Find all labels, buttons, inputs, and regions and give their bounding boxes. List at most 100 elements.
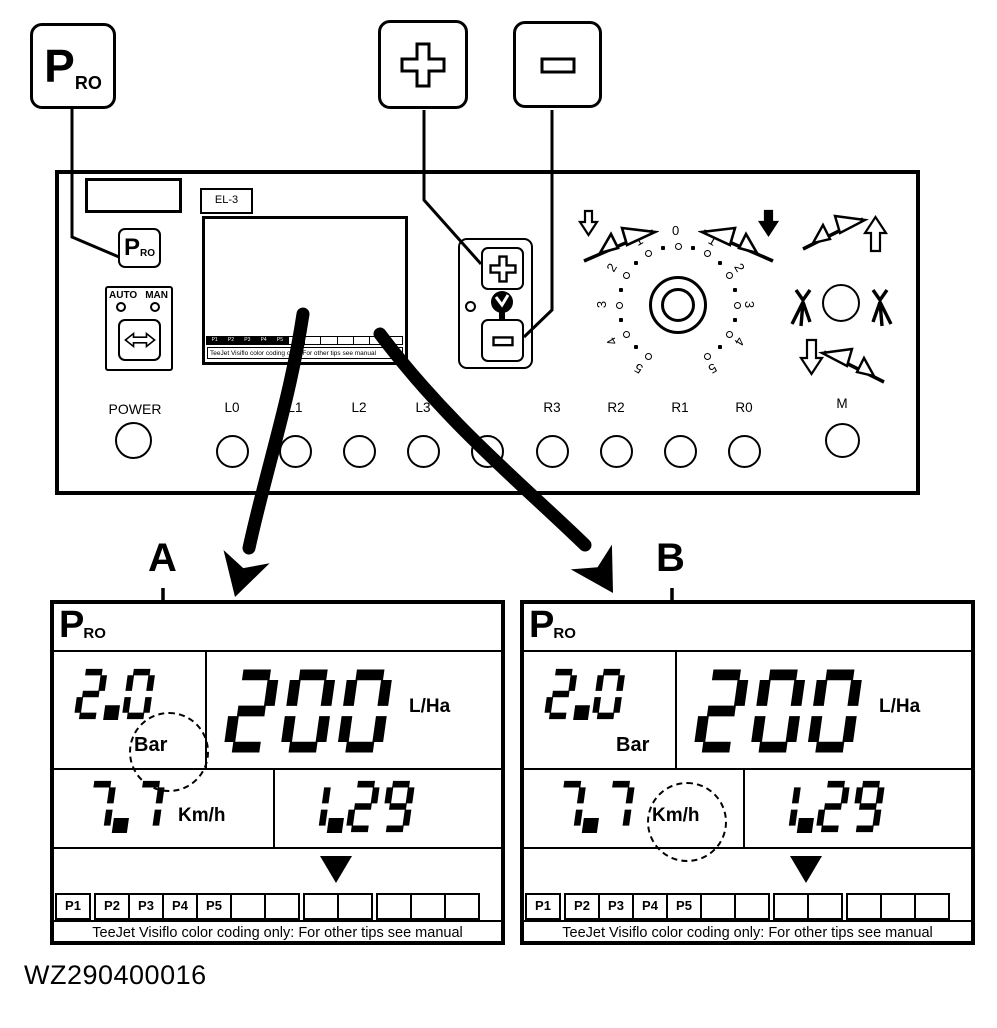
- man-led: [150, 302, 160, 312]
- dial-dot: [619, 318, 623, 323]
- figure-code: WZ290400016: [24, 960, 207, 990]
- pro-label-main: P: [44, 40, 75, 92]
- boom-lower-icon: [798, 336, 890, 391]
- preset-tab-p3: P3: [598, 893, 634, 920]
- preset-tab-empty: [807, 893, 843, 920]
- model-label: EL-3: [200, 188, 253, 214]
- minus-callout-button[interactable]: [513, 21, 602, 108]
- double-arrow-icon: [123, 330, 157, 350]
- section-button-r2[interactable]: [600, 435, 633, 468]
- preset-tab-empty: [444, 893, 480, 920]
- panel-pro-button[interactable]: P RO: [118, 228, 161, 268]
- preset-group: [846, 893, 950, 920]
- lcd-a-rate-value: [217, 668, 401, 754]
- pro-callout-button[interactable]: P RO: [30, 23, 116, 109]
- section-button-l1[interactable]: [279, 435, 312, 468]
- boom-control-button[interactable]: [822, 284, 860, 322]
- preset-tab-p1: P1: [525, 893, 561, 920]
- lcd-a-logo-main: P: [59, 604, 85, 646]
- lcd-b-logo-sub: RO: [553, 625, 576, 643]
- lcd-b-rate-unit: L/Ha: [879, 696, 921, 717]
- section-button-l0[interactable]: [216, 435, 249, 468]
- lcd-a-speed-cell: Km/h: [54, 770, 275, 847]
- dial-dot: [634, 261, 639, 266]
- preset-tab-empty: [410, 893, 446, 920]
- lcd-b-rate-value: [687, 668, 871, 754]
- preset-tab-p1: P1: [55, 893, 91, 920]
- lcd-b-speed-value: [548, 780, 640, 833]
- preset-tab-p5: P5: [196, 893, 232, 920]
- section-button-r3[interactable]: [536, 435, 569, 468]
- section-label-r2: R2: [607, 400, 625, 415]
- preset-tab-p4: P4: [632, 893, 668, 920]
- preset-group: [303, 893, 373, 920]
- nozzle-left-icon: [789, 288, 817, 330]
- lcd-b-logo-row: P RO: [524, 604, 971, 652]
- preset-tab-empty: [230, 893, 266, 920]
- lcd-b-pressure-value: [540, 668, 630, 720]
- lcd-b-volume-value: [763, 780, 890, 833]
- preset-tab-p2: P2: [564, 893, 600, 920]
- lcd-b-pressure-unit: Bar: [616, 734, 650, 756]
- dial-dot: [619, 287, 623, 292]
- dial-tick-label: 4: [731, 334, 748, 349]
- dial-dot: [691, 246, 696, 250]
- dial-tick-marker: [674, 242, 682, 250]
- power-button[interactable]: [115, 422, 152, 459]
- preset-group: P1: [55, 893, 91, 920]
- panel-plus-button[interactable]: [481, 247, 524, 290]
- lcd-b-footer: TeeJet Visiflo color coding only: For ot…: [524, 920, 971, 946]
- lcd-b-volume-cell: [745, 770, 971, 847]
- lcd-a-logo-row: P RO: [54, 604, 501, 652]
- dial-tick-marker: [615, 301, 623, 309]
- section-label-r1: R1: [671, 400, 689, 415]
- dial-dot: [717, 261, 722, 266]
- section-label-l3: L3: [415, 400, 431, 415]
- section-button-l2[interactable]: [343, 435, 376, 468]
- preset-tab-empty: [337, 893, 373, 920]
- auto-man-toggle-button[interactable]: [118, 319, 161, 361]
- dial-tick-label: 5: [631, 360, 646, 377]
- preset-tab-empty: [700, 893, 736, 920]
- lcd-a-volume-cell: [275, 770, 501, 847]
- plus-icon-small: [487, 253, 519, 285]
- section-button-r0[interactable]: [728, 435, 761, 468]
- lcd-a-speed-unit: Km/h: [178, 805, 226, 826]
- preset-group: [376, 893, 480, 920]
- lcd-b-rate-cell: L/Ha: [677, 652, 971, 768]
- lcd-a-section-pointer-icon: [320, 856, 352, 883]
- section-label-r3: R3: [543, 400, 561, 415]
- lcd-mini-footer: TeeJet Visiflo color coding only: For ot…: [207, 347, 403, 359]
- section-button-r1[interactable]: [664, 435, 697, 468]
- dial-tick-marker: [704, 250, 711, 258]
- callout-letter-b: B: [656, 536, 685, 580]
- panel-minus-button[interactable]: [481, 319, 524, 362]
- dial-tick-marker: [645, 250, 652, 258]
- plus-callout-button[interactable]: [378, 20, 468, 109]
- lcd-b-indicator-row: [524, 849, 971, 893]
- minus-icon-small: [487, 325, 519, 357]
- section-button-l3[interactable]: [407, 435, 440, 468]
- section-label-l2: L2: [351, 400, 367, 415]
- lcd-a-bar-highlight-circle: [129, 712, 209, 792]
- dial-tick-label: 0: [672, 223, 680, 238]
- lcd-a-footer: TeeJet Visiflo color coding only: For ot…: [54, 920, 501, 946]
- section-button-center[interactable]: [471, 435, 504, 468]
- preset-tab-empty: [846, 893, 882, 920]
- master-button[interactable]: [825, 423, 860, 458]
- plus-icon: [396, 38, 450, 92]
- boom-raise-icon: [797, 203, 889, 258]
- lcd-mini-cell: [336, 336, 354, 345]
- lcd-a-rate-unit: L/Ha: [409, 696, 451, 717]
- callout-letter-a: A: [148, 536, 177, 580]
- lcd-a-pressure-value: [70, 668, 160, 720]
- dial-tick-marker: [725, 272, 733, 279]
- lcd-mini-cell: P5: [271, 336, 289, 345]
- dial-knob-center: [661, 288, 695, 322]
